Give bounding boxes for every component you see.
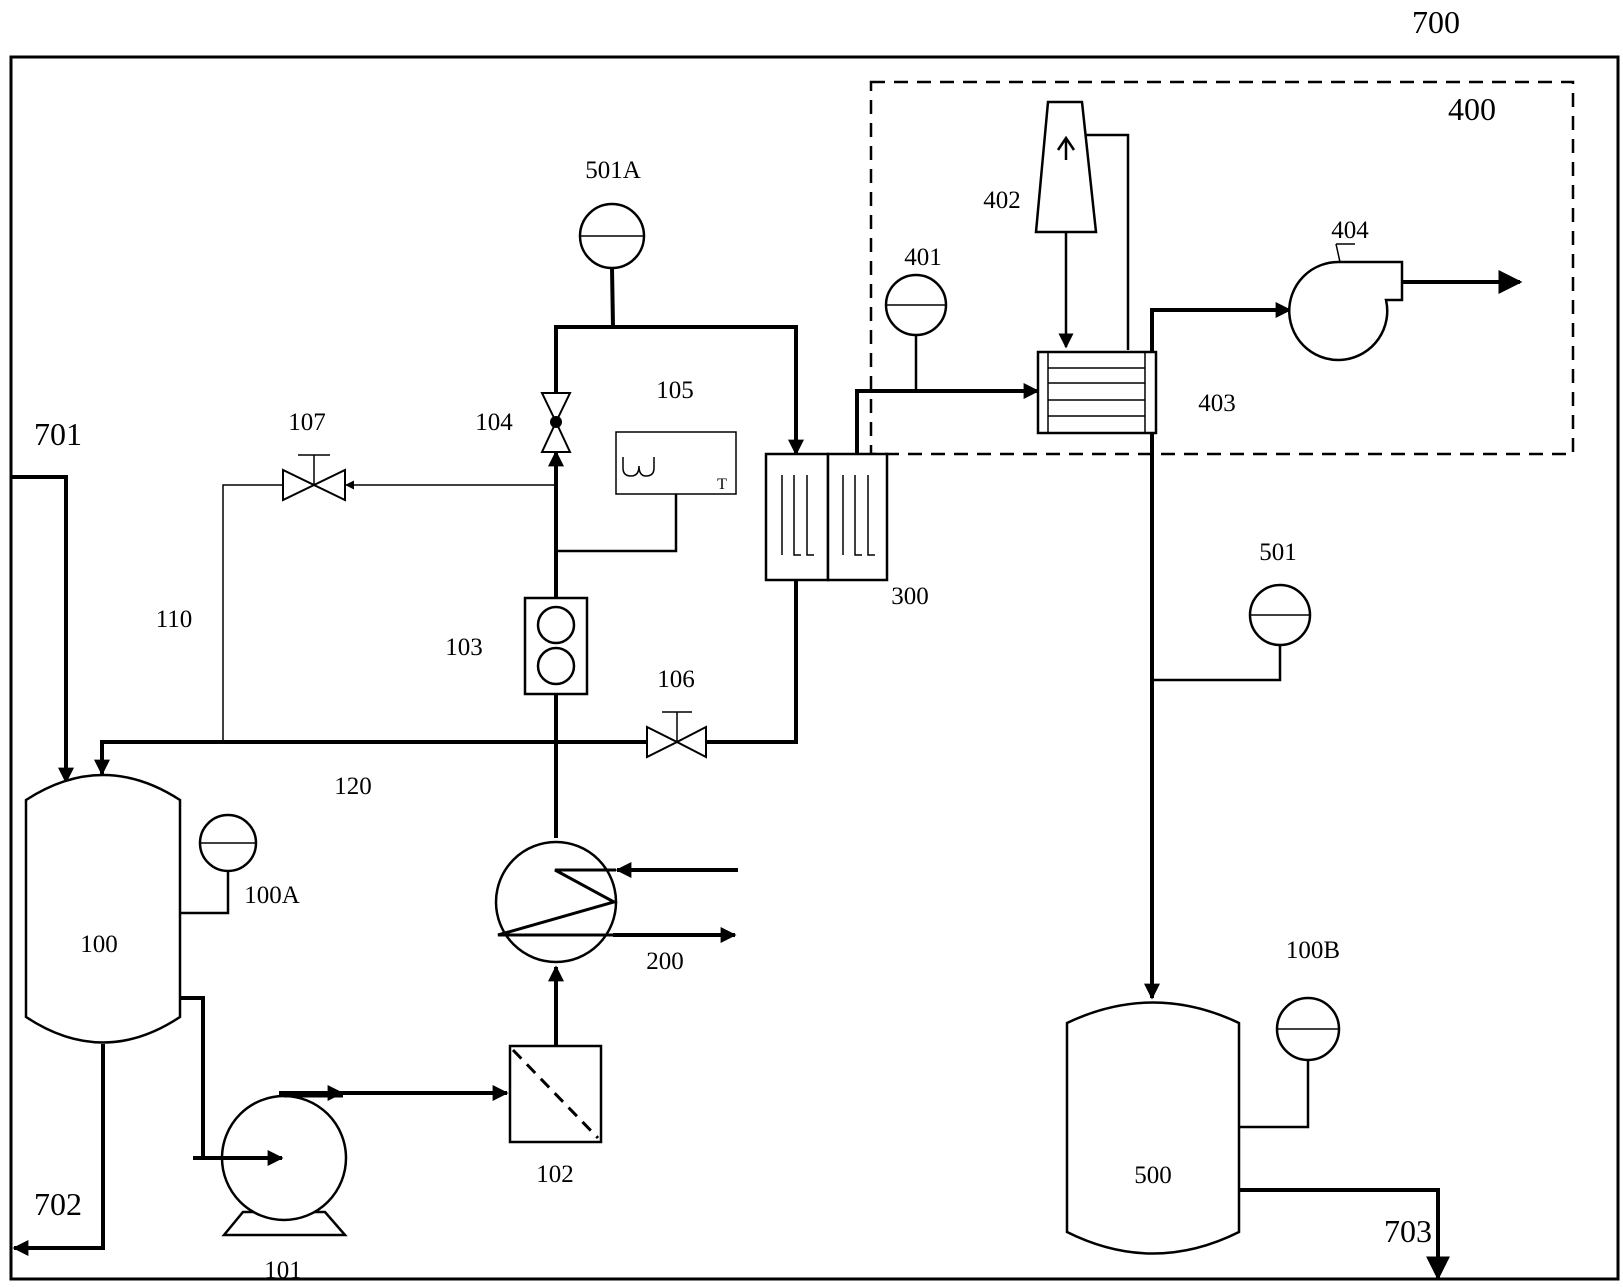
- valve-107-icon: [282, 454, 346, 502]
- label-feed-tank: 100: [80, 931, 118, 958]
- return-line-120: [706, 580, 798, 744]
- label-bottom-out: 702: [34, 1186, 82, 1222]
- label-heat-exchanger: 200: [646, 948, 684, 975]
- product-tank: [1065, 1001, 1241, 1255]
- bottom-outlet-702: [12, 1044, 105, 1256]
- label-feed-in: 701: [34, 416, 82, 452]
- filter-icon: [508, 1044, 603, 1144]
- valve-106-icon: [646, 711, 707, 759]
- feed-line-701: [11, 475, 74, 784]
- branch-line-110-b: [222, 484, 283, 742]
- label-line-120: 120: [334, 773, 372, 800]
- gauge-501a-icon: [578, 202, 646, 270]
- heater-tap-line: [556, 494, 678, 553]
- heat-exchanger-icon: [494, 840, 618, 964]
- label-heater-105: 105: [656, 377, 694, 404]
- feed-tank: [24, 773, 182, 1044]
- heater-mark: T: [717, 476, 727, 493]
- label-product-tank-gauge: 100B: [1286, 937, 1340, 964]
- gauge-100a-tap: [180, 872, 230, 915]
- gauge-100b-icon: [1275, 996, 1341, 1062]
- label-filter: 102: [536, 1161, 574, 1188]
- label-valve-104: 104: [475, 409, 513, 436]
- reactor-to-condenser-line: [855, 383, 1040, 454]
- label-line-110: 110: [156, 606, 193, 633]
- gauge-100b-tap: [1239, 1060, 1310, 1129]
- label-valve-106: 106: [657, 666, 695, 693]
- system-boundary: [9, 55, 1620, 1281]
- module-400-boundary: [869, 80, 1575, 456]
- blower-icon: [1288, 243, 1404, 362]
- gauge-501-icon: [1248, 583, 1312, 647]
- label-system: 700: [1412, 4, 1460, 40]
- pump-icon: [193, 1094, 348, 1237]
- label-gauge-501: 501: [1259, 539, 1297, 566]
- reactor-icon: [764, 452, 889, 582]
- return-line-120-b: [94, 740, 647, 776]
- valve-104-icon: [540, 392, 572, 453]
- label-product-tank: 500: [1134, 1162, 1172, 1189]
- gauge-401-icon: [884, 273, 948, 337]
- label-product-out: 703: [1384, 1213, 1432, 1249]
- gauge-100a-icon: [198, 813, 258, 873]
- flow-meter-icon: [523, 596, 589, 696]
- heater-icon: T: [615, 431, 737, 495]
- label-tower-402: 402: [983, 187, 1021, 214]
- label-valve-107: 107: [288, 409, 326, 436]
- label-feed-tank-gauge: 100A: [244, 882, 300, 909]
- label-gauge-401: 401: [904, 244, 942, 271]
- label-reactor: 300: [891, 583, 929, 610]
- product-outlet-703: [1239, 1188, 1450, 1281]
- condenser-icon: [1036, 350, 1158, 435]
- label-flow-meter: 103: [445, 634, 483, 661]
- label-blower-404: 404: [1331, 217, 1369, 244]
- gauge-501a-tap: [610, 267, 615, 328]
- label-gauge-501a: 501A: [585, 157, 641, 184]
- gauge-501-tap: [1152, 645, 1282, 682]
- label-condenser-403: 403: [1198, 390, 1236, 417]
- tower-icon: [1034, 100, 1098, 234]
- suction-line: [180, 996, 205, 1158]
- label-module: 400: [1448, 91, 1496, 127]
- label-pump: 101: [264, 1257, 302, 1284]
- condenser-to-blower-line: [1150, 302, 1292, 352]
- header-line-to-reactor: [554, 325, 804, 456]
